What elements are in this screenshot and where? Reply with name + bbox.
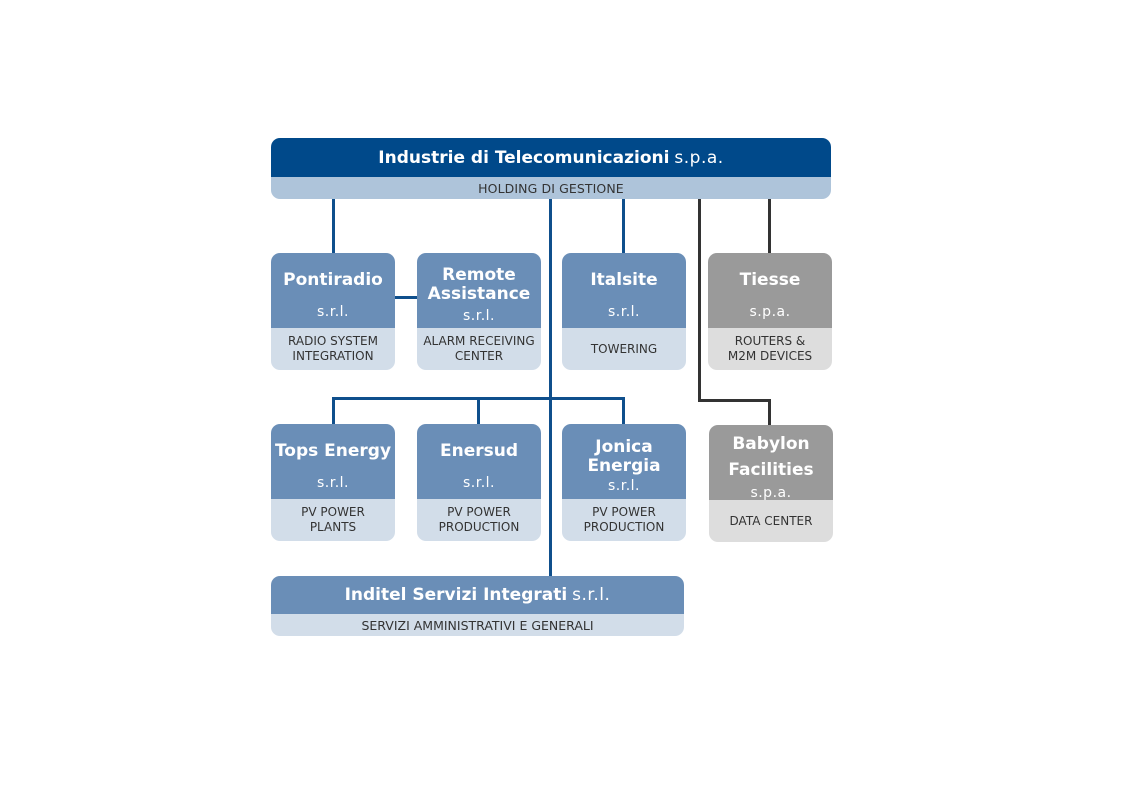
activity-line: DATA CENTER	[729, 513, 813, 528]
holding-company-box: Industrie di Telecomunicazioni s.p.a. HO…	[271, 138, 831, 199]
activity-line: PRODUCTION	[583, 520, 665, 534]
activity-line: M2M DEVICES	[727, 349, 813, 363]
activity-line: ROUTERS &	[734, 334, 806, 348]
company-legal-form: s.r.l.	[462, 307, 495, 324]
services-name: Inditel Servizi Integrati	[344, 585, 568, 605]
activity-line: PV POWER	[447, 505, 511, 519]
activity-line: PRODUCTION	[438, 520, 520, 534]
activity-line: PLANTS	[309, 520, 357, 534]
company-activity: ROUTERS &M2M DEVICES	[708, 328, 832, 370]
services-role: SERVIZI AMMINISTRATIVI E GENERALI	[271, 614, 684, 636]
holding-legal-form: s.p.a.	[674, 147, 724, 168]
company-header: Enersud s.r.l.	[417, 424, 541, 499]
activity-line: TOWERING	[590, 341, 658, 356]
name-line: Facilities	[728, 459, 814, 480]
connector-bus-tops	[332, 397, 335, 425]
activity-line: PV POWER	[592, 505, 656, 519]
services-header: Inditel Servizi Integrati s.r.l.	[271, 576, 684, 614]
company-legal-form: s.r.l.	[316, 304, 349, 320]
services-company-box: Inditel Servizi Integrati s.r.l. SERVIZI…	[271, 576, 684, 636]
connector-bus-jonica	[622, 397, 625, 425]
activity-line: RADIO SYSTEM	[288, 334, 378, 348]
connector-babylon-drop	[768, 399, 771, 426]
services-legal-form: s.r.l.	[572, 585, 611, 605]
company-header: Tiesse s.p.a.	[708, 253, 832, 328]
name-line: Babylon	[732, 433, 810, 454]
activity-line: ALARM RECEIVING	[423, 334, 535, 348]
company-name: Italsite	[590, 270, 658, 290]
company-activity: DATA CENTER	[709, 500, 833, 542]
company-legal-form: s.r.l.	[462, 475, 495, 491]
company-name: Tiesse	[739, 270, 801, 290]
connector-pontiradio-remote	[395, 296, 417, 299]
connector-holding-babylon-vertical	[698, 199, 701, 402]
company-header: Italsite s.r.l.	[562, 253, 686, 328]
name-line: Energia	[587, 455, 661, 476]
holding-role: HOLDING DI GESTIONE	[271, 177, 831, 199]
connector-holding-pontiradio	[332, 199, 335, 254]
company-name: Pontiradio	[283, 270, 383, 290]
connector-holding-tiesse	[768, 199, 771, 254]
company-header: Pontiradio s.r.l.	[271, 253, 395, 328]
connector-holding-trunk	[549, 199, 552, 576]
holding-header: Industrie di Telecomunicazioni s.p.a.	[271, 138, 831, 177]
name-line: Jonica	[595, 436, 653, 457]
company-box-tiesse: Tiesse s.p.a. ROUTERS &M2M DEVICES	[708, 253, 832, 370]
name-line: Assistance	[427, 283, 531, 304]
connector-holding-babylon-horizontal	[698, 399, 771, 402]
company-activity: TOWERING	[562, 328, 686, 370]
activity-line: CENTER	[454, 349, 504, 363]
company-name: Enersud	[439, 441, 519, 461]
activity-line: INTEGRATION	[292, 349, 374, 363]
connector-holding-italsite	[622, 199, 625, 254]
name-line: Remote	[442, 264, 516, 285]
company-header: Tops Energy s.r.l.	[271, 424, 395, 499]
holding-name: Industrie di Telecomunicazioni	[378, 147, 670, 168]
company-name: Tops Energy	[274, 441, 392, 461]
company-legal-form: s.p.a.	[749, 304, 791, 320]
connector-bus-enersud	[477, 397, 480, 425]
company-legal-form: s.r.l.	[607, 477, 640, 494]
company-legal-form: s.r.l.	[316, 475, 349, 491]
company-legal-form: s.r.l.	[607, 304, 640, 320]
company-legal-form: s.p.a.	[750, 484, 792, 501]
activity-line: PV POWER	[301, 505, 365, 519]
company-box-italsite: Italsite s.r.l. TOWERING	[562, 253, 686, 370]
